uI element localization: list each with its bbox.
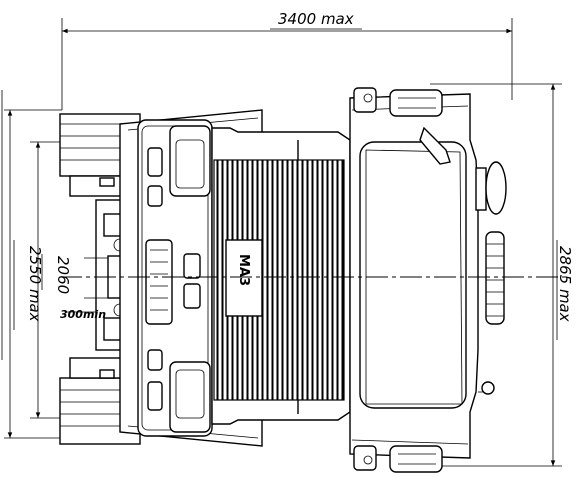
- dimension-height: 2865 max: [430, 83, 574, 467]
- dimension-length: 3400 max: [61, 10, 513, 110]
- side-mirror: [475, 161, 507, 215]
- headlight-top: [147, 125, 211, 207]
- exhaust-pipe: [419, 126, 451, 165]
- dimension-offset-label: 300min: [60, 308, 106, 321]
- dimension-track: 2060: [30, 141, 72, 419]
- dimension-width-label: 2550 max: [26, 246, 44, 322]
- dimension-offset: 300min: [60, 300, 106, 321]
- dimension-height-label: 2865 max: [556, 246, 574, 322]
- hood: MA3: [211, 127, 351, 425]
- headlight-bottom: [147, 349, 211, 433]
- cab-step-top: [353, 87, 443, 117]
- spare-wheel: [485, 231, 505, 325]
- dimension-width-outer: 2550 max: [4, 109, 62, 439]
- brand-logo: MA3: [236, 254, 251, 286]
- dimension-track-label: 2060: [54, 256, 72, 294]
- front-grille-vents: [145, 239, 201, 325]
- cab: [349, 93, 479, 459]
- cab-step-bottom: [353, 445, 443, 473]
- dimension-length-label: 3400 max: [278, 10, 354, 28]
- rear-light: [478, 381, 495, 395]
